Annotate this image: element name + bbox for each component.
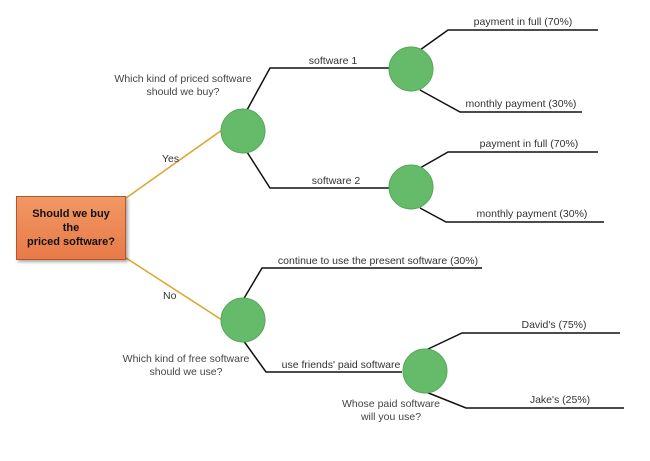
s2-monthly-label: monthly payment (30%) (477, 208, 588, 220)
software1-label: software 1 (309, 55, 358, 67)
continue-present-label: continue to use the present software (30… (278, 255, 478, 267)
s2-full-connector (419, 151, 598, 169)
root-decision-box: Should we buy the priced software? (16, 196, 126, 260)
s2-full-label: payment in full (70%) (480, 138, 579, 150)
yes-branch-label: Yes (162, 153, 179, 165)
chance-node-software1 (388, 46, 434, 92)
whose-question-line1: Whose paid software (342, 398, 440, 410)
s1-monthly-connector (419, 89, 582, 113)
software1-connector (246, 67, 389, 111)
jakes-connector (425, 391, 624, 409)
free-question-line2: should we use? (150, 366, 223, 378)
chance-node-free (220, 297, 266, 343)
friends-paid-label: use friends' paid software (282, 359, 401, 371)
s1-full-label: payment in full (70%) (474, 16, 573, 28)
software2-label: software 2 (312, 175, 361, 187)
no-branch-line (125, 257, 223, 321)
root-label-line1: Should we buy the (32, 208, 110, 234)
free-question-line1: Which kind of free software (123, 353, 250, 365)
s1-full-connector (419, 29, 598, 51)
friends-paid-connector (242, 339, 402, 373)
jakes-label: Jake's (25%) (530, 394, 590, 406)
priced-question-line1: Which kind of priced software (114, 73, 251, 85)
chance-node-friends (402, 348, 448, 394)
s1-monthly-label: monthly payment (30%) (466, 98, 577, 110)
root-label-line2: priced software? (26, 236, 116, 248)
whose-question-line2: will you use? (360, 411, 421, 423)
priced-question-line2: should we buy? (147, 86, 220, 98)
root-decision-label: Should we buy the priced software? (23, 207, 119, 249)
chance-node-priced (220, 108, 266, 154)
continue-present-connector (242, 267, 482, 301)
davids-connector (425, 332, 620, 351)
yes-branch-line (125, 129, 223, 199)
s2-monthly-connector (419, 207, 604, 223)
chance-node-software2 (388, 164, 434, 210)
no-branch-label: No (163, 290, 177, 302)
software2-connector (246, 151, 389, 189)
davids-label: David's (75%) (521, 319, 586, 331)
